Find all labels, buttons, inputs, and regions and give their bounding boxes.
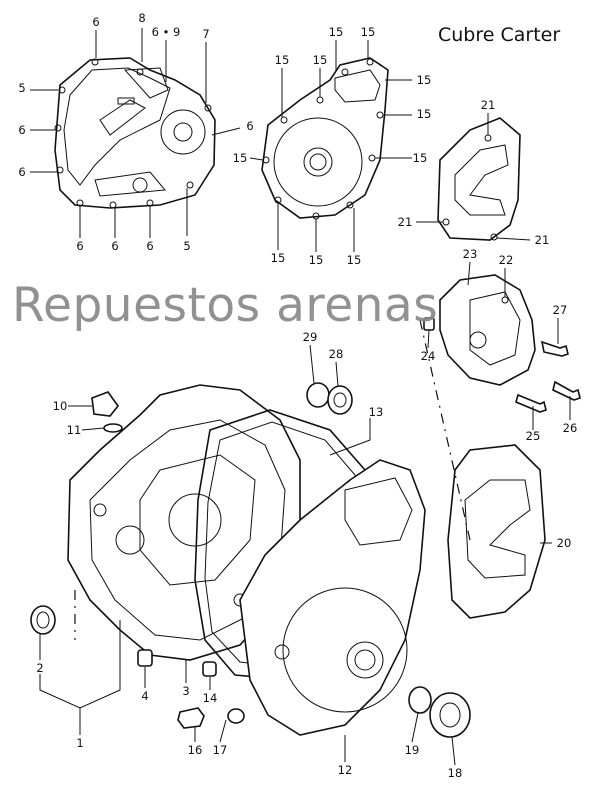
callout-15a: 15 (275, 53, 290, 67)
callout-15g: 15 (413, 151, 428, 165)
callout-4: 4 (141, 689, 148, 703)
callout-19: 19 (405, 743, 420, 757)
sprocket-cover-upper (437, 117, 521, 241)
callout-2: 2 (36, 661, 43, 675)
callout-16: 16 (188, 743, 203, 757)
callout-10: 10 (53, 399, 68, 413)
callout-21c: 21 (535, 233, 550, 247)
dowel-pin (137, 649, 153, 667)
callout-3: 3 (182, 684, 189, 698)
callout-69: 6 • 9 (152, 25, 181, 39)
inspection-cap (408, 686, 471, 738)
callout-15e: 15 (417, 73, 432, 87)
oil-pump-cover (439, 274, 536, 386)
callout-15b: 15 (313, 53, 328, 67)
callout-27: 27 (553, 303, 568, 317)
callout-6a: 6 (92, 15, 99, 29)
callout-25: 25 (526, 429, 541, 443)
callout-15h: 15 (233, 151, 248, 165)
drain-plug (177, 707, 245, 729)
sprocket-cover-large (447, 444, 546, 619)
callout-18: 18 (448, 766, 463, 780)
callout-11: 11 (67, 423, 82, 437)
oil-seal-left (30, 605, 56, 635)
watermark-text: Repuestos arenas (12, 278, 439, 333)
callout-15k: 15 (347, 253, 362, 267)
callout-21a: 21 (481, 98, 496, 112)
callout-15i: 15 (271, 251, 286, 265)
callout-15j: 15 (309, 253, 324, 267)
callout-24: 24 (421, 349, 436, 363)
oil-filler-cap (91, 391, 123, 433)
dowel-pin-small (202, 661, 217, 677)
callout-8: 8 (138, 11, 145, 25)
callout-28: 28 (329, 347, 344, 361)
callout-6e: 6 (111, 239, 118, 253)
callout-20: 20 (557, 536, 572, 550)
callout-26: 26 (563, 421, 578, 435)
callout-21b: 21 (398, 215, 413, 229)
callout-14: 14 (203, 691, 218, 705)
leader-lines (30, 28, 571, 766)
callout-12: 12 (338, 763, 353, 777)
callout-6d: 6 (76, 239, 83, 253)
small-bolts (423, 317, 581, 413)
alignment-line-a (419, 319, 471, 541)
callout-15c: 15 (329, 25, 344, 39)
right-crankcase-cover (239, 459, 426, 736)
crankcase (67, 384, 301, 661)
callout-1: 1 (76, 736, 83, 750)
callout-15f: 15 (417, 107, 432, 121)
callout-15d: 15 (361, 25, 376, 39)
callout-7: 7 (202, 27, 209, 41)
callout-6b: 6 (18, 123, 25, 137)
callout-22: 22 (499, 253, 514, 267)
magneto-cover (261, 57, 389, 220)
diagram-title: Cubre Carter (438, 24, 561, 46)
callout-6f: 6 (146, 239, 153, 253)
callout-29: 29 (303, 330, 318, 344)
clutch-cover (54, 57, 216, 209)
callout-23: 23 (463, 247, 478, 261)
callout-17: 17 (213, 743, 228, 757)
callout-5b: 5 (183, 239, 190, 253)
callout-6g: 6 (246, 119, 253, 133)
callout-13: 13 (369, 405, 384, 419)
callout-6c: 6 (18, 165, 25, 179)
seal-and-circlip (306, 382, 353, 415)
callout-5a: 5 (18, 81, 25, 95)
